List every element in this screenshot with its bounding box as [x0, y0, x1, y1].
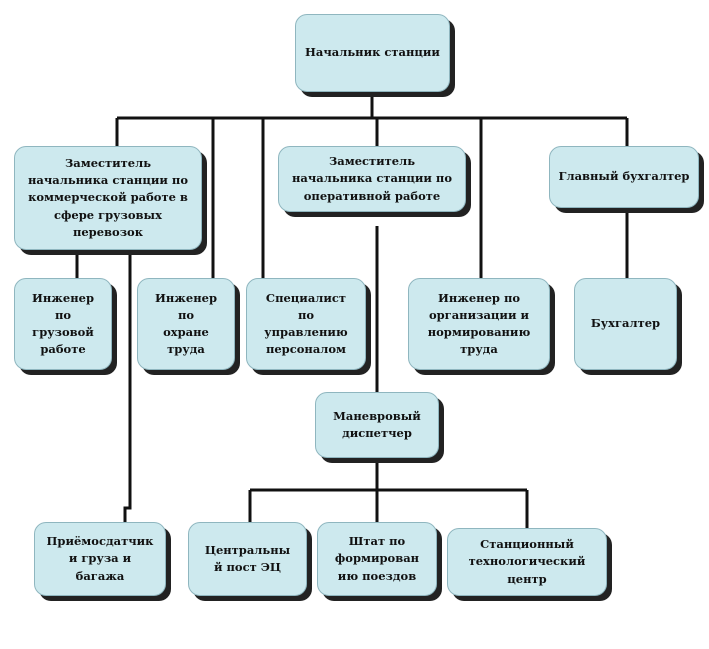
node-chief-accountant: Главный бухгалтер [549, 146, 699, 208]
node-tech-center: Станционный технологический центр [447, 528, 607, 596]
node-cargo-receiver: Приёмосдатчик и груза и багажа [34, 522, 166, 596]
node-shunting-dispatcher: Маневровый диспетчер [315, 392, 439, 458]
node-head: Начальник станции [295, 14, 450, 92]
node-deputy-operational: Заместитель начальника станции по операт… [278, 146, 466, 212]
node-engineer-labor-protection: Инженер по охране труда [137, 278, 235, 370]
node-central-post: Центральны й пост ЭЦ [188, 522, 307, 596]
node-train-staff: Штат по формирован ию поездов [317, 522, 437, 596]
node-accountant: Бухгалтер [574, 278, 677, 370]
node-engineer-labor-org: Инженер по организации и нормированию тр… [408, 278, 550, 370]
node-engineer-cargo: Инженер по грузовой работе [14, 278, 112, 370]
node-hr-specialist: Специалист по управлению персоналом [246, 278, 366, 370]
node-deputy-commercial: Заместитель начальника станции по коммер… [14, 146, 202, 250]
